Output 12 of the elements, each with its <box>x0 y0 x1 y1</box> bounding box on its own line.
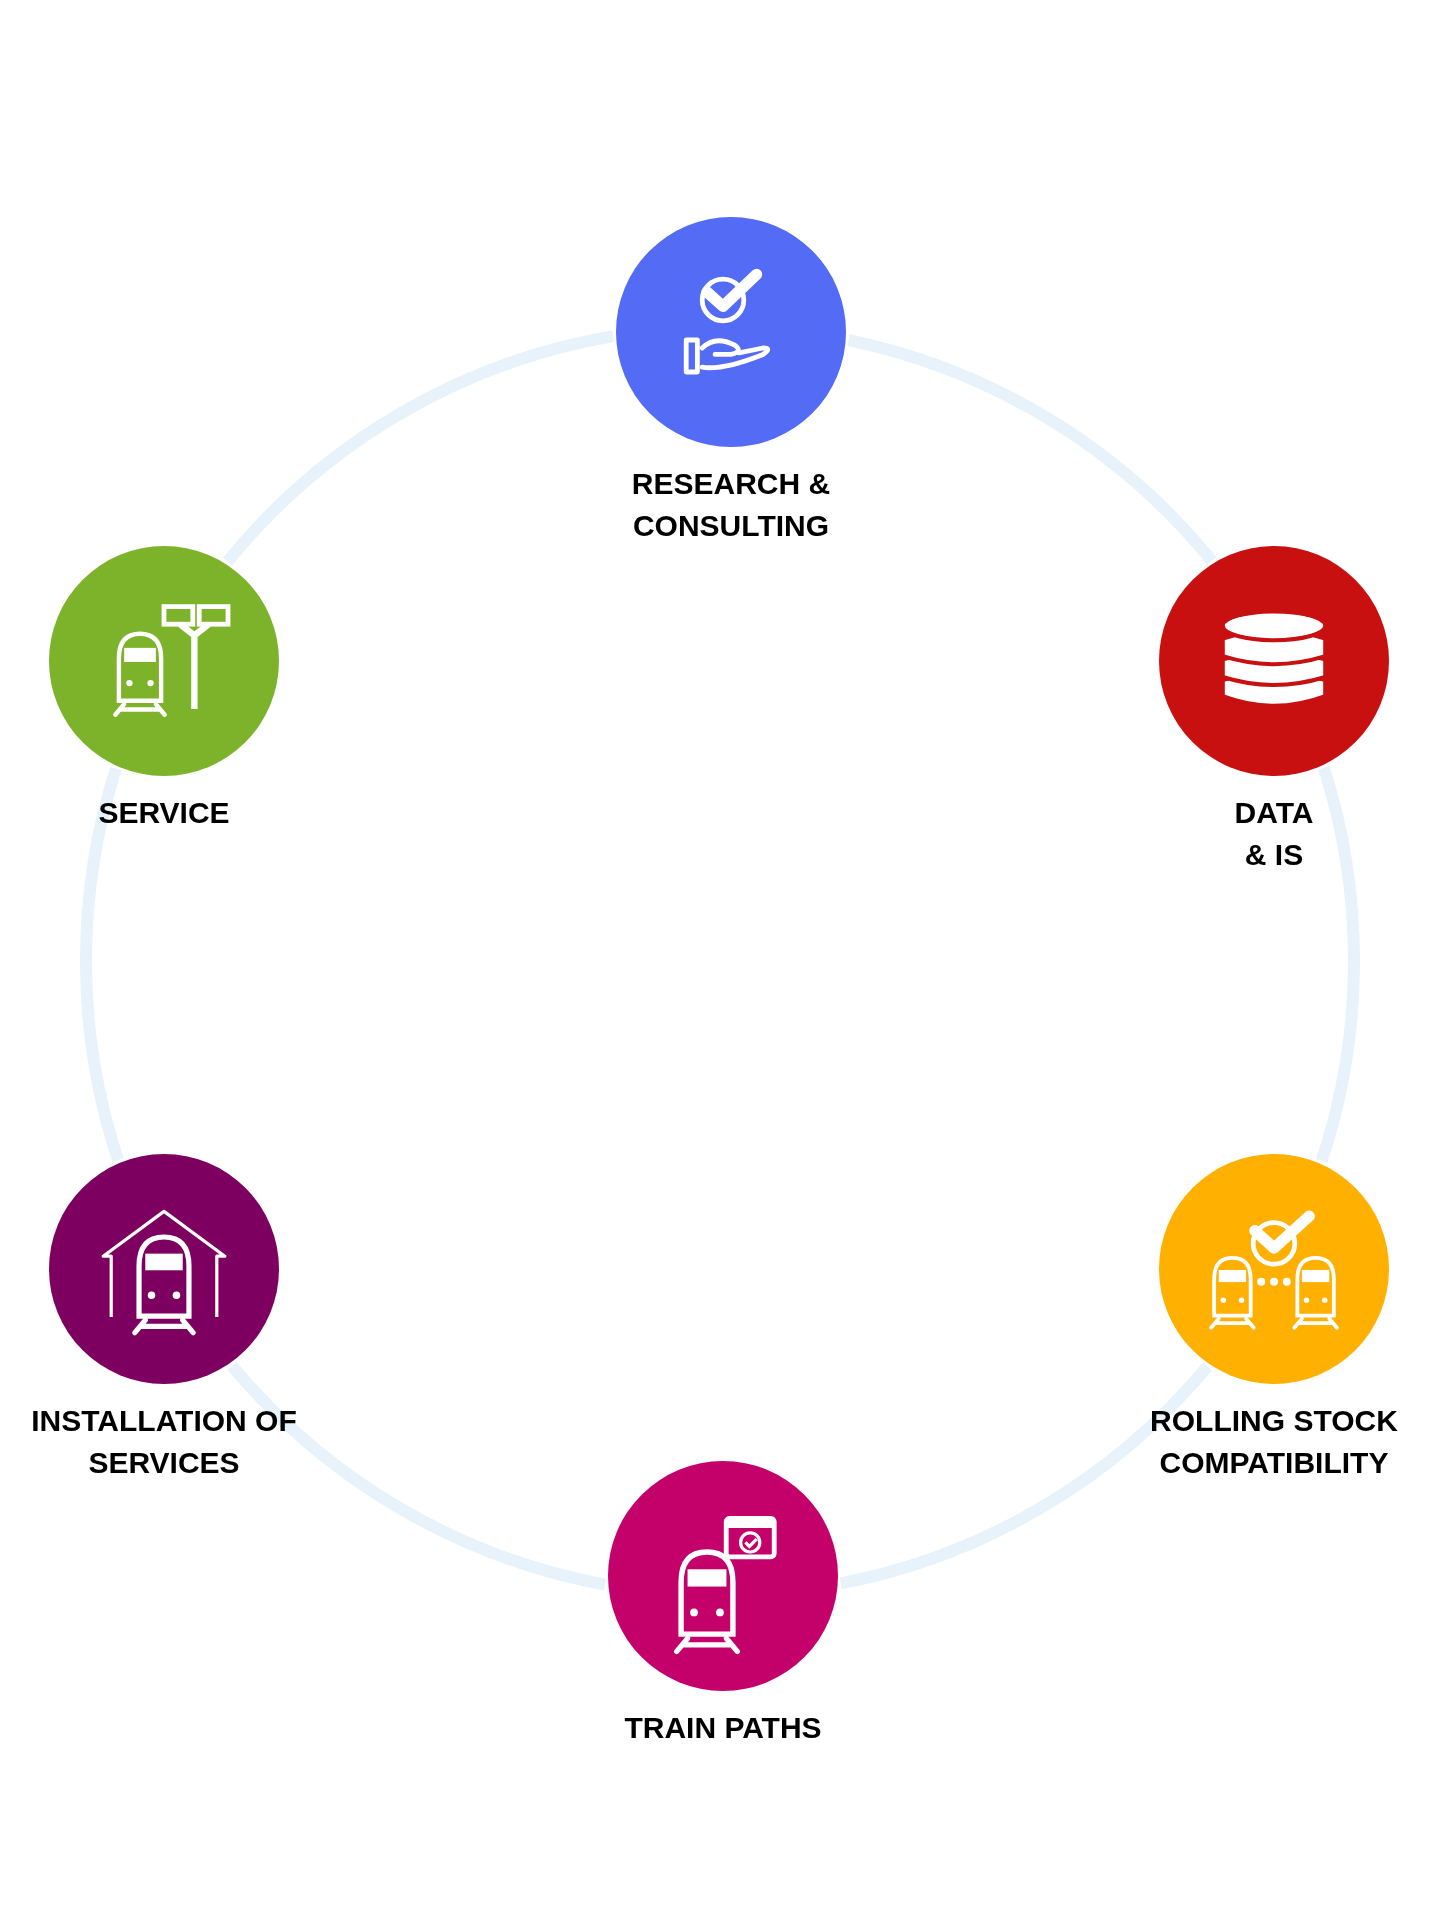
ring-arc <box>846 334 1217 565</box>
node-label: TRAIN PATHS <box>624 1710 822 1746</box>
node-label: ROLLING STOCK COMPATIBILITY <box>1149 1403 1399 1481</box>
ring-arc <box>839 1362 1212 1590</box>
ring-arc <box>1315 766 1359 1163</box>
ring-arc <box>81 767 124 1162</box>
ring-arc <box>223 330 615 566</box>
node-label: SERVICE <box>98 795 230 831</box>
node-label: DATA & IS <box>1233 795 1315 873</box>
node-label: RESEARCH & CONSULTING <box>630 466 832 544</box>
ring-arc <box>227 1361 607 1591</box>
node-label: INSTALLATION OF SERVICES <box>30 1403 298 1481</box>
